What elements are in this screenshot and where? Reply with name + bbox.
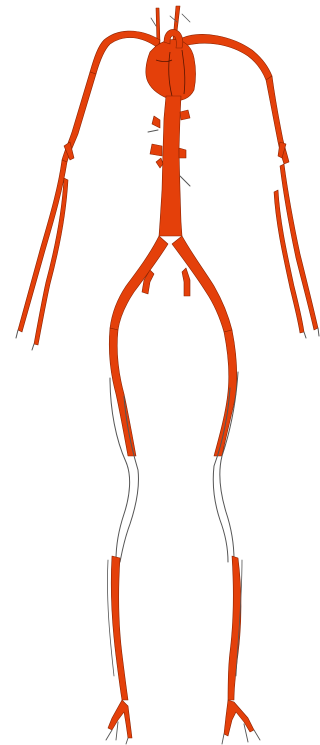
right-foot-artery bbox=[108, 700, 132, 738]
right-hand-vessel bbox=[16, 330, 34, 350]
left-internal-iliac-branch bbox=[182, 268, 190, 296]
aorta-trunk bbox=[159, 96, 182, 236]
left-brachial-artery bbox=[266, 76, 289, 164]
left-foot-artery bbox=[224, 700, 254, 736]
dorsal-foot-arteries bbox=[106, 700, 260, 744]
celiac-branch bbox=[152, 116, 160, 128]
femoral-arteries bbox=[109, 328, 237, 456]
left-renal-branch bbox=[150, 144, 162, 156]
left-common-iliac-artery bbox=[172, 236, 232, 332]
right-common-iliac-artery bbox=[110, 236, 168, 330]
lower-left-branch bbox=[156, 158, 163, 168]
right-tibial-artery bbox=[111, 556, 128, 700]
left-popliteal-outline-inner bbox=[213, 388, 230, 562]
left-hand-vessel bbox=[304, 328, 319, 338]
right-femoral-artery bbox=[109, 328, 136, 456]
left-femoral-artery bbox=[214, 330, 237, 456]
tibial-arteries bbox=[107, 556, 242, 700]
common-iliac-arteries bbox=[110, 236, 232, 332]
popliteal-arteries bbox=[110, 372, 238, 562]
right-renal-branch bbox=[179, 148, 186, 158]
mesenteric-branch bbox=[180, 110, 190, 120]
descending-aorta bbox=[148, 96, 190, 236]
